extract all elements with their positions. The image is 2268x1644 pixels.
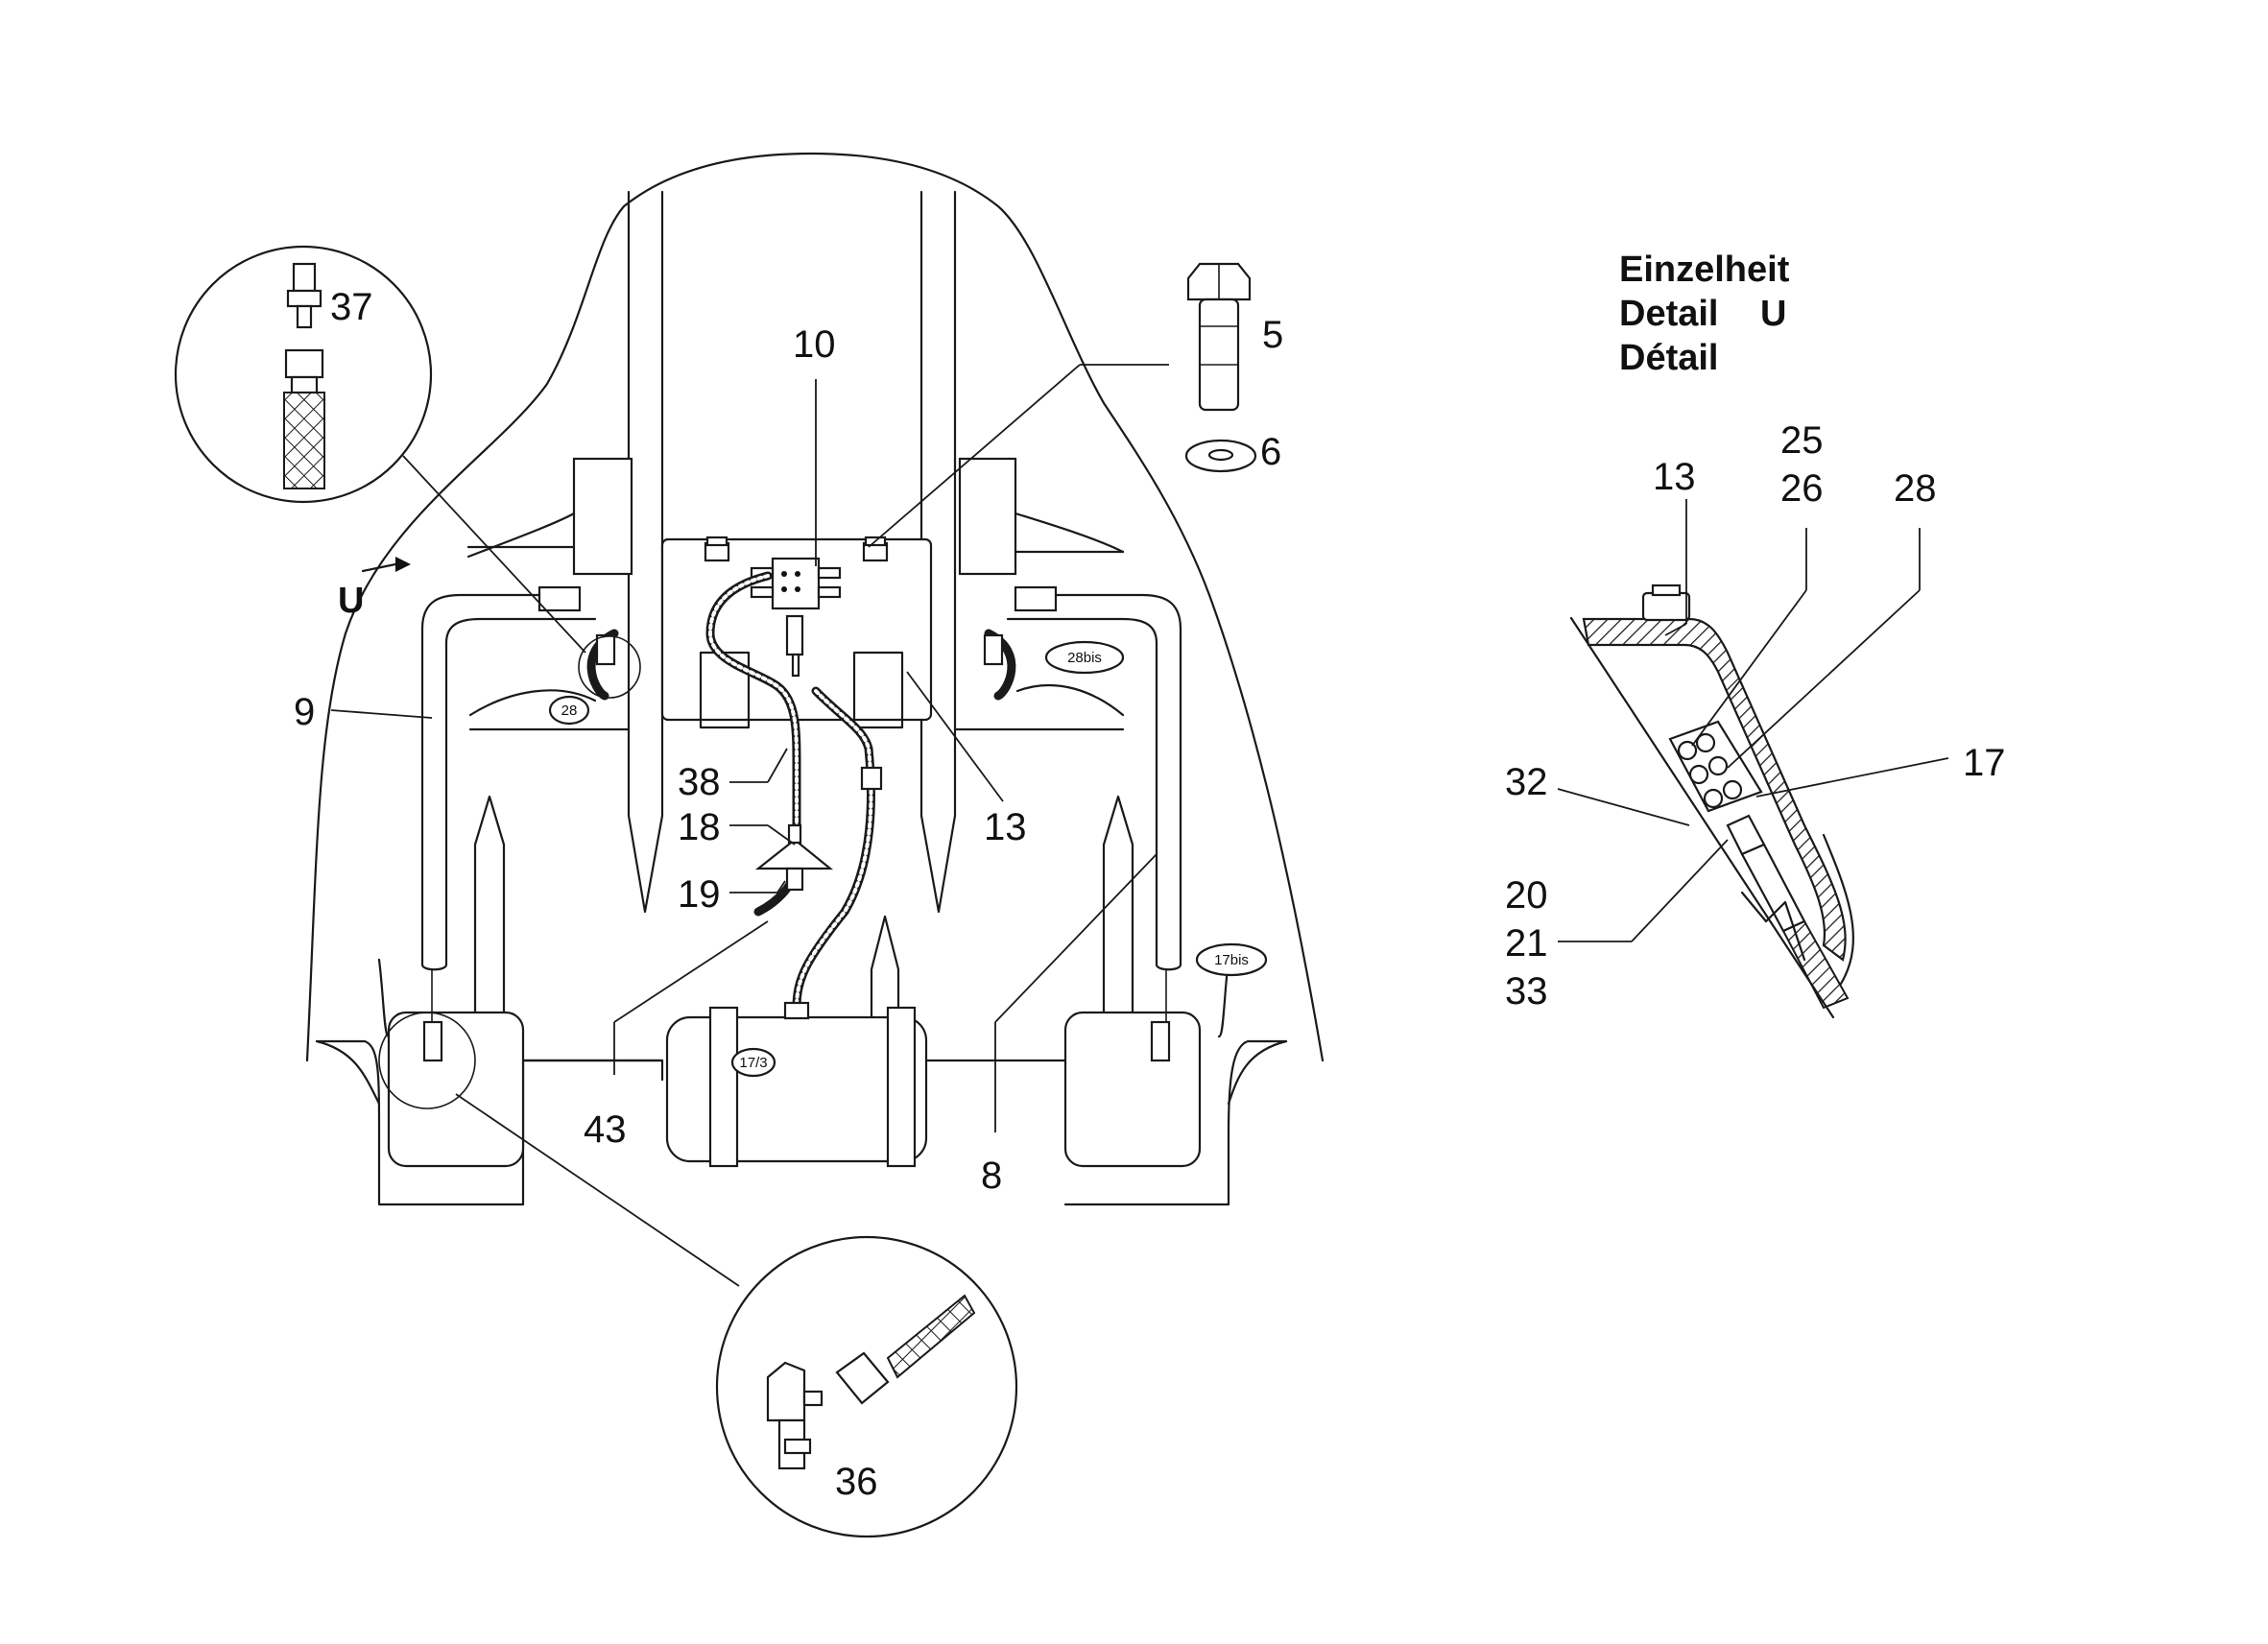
detail-u: Einzelheit Detail U Détail (1505, 250, 2006, 1019)
detail-label-25: 25 (1780, 419, 1824, 462)
detail-label-28: 28 (1894, 467, 1937, 510)
detail-label-21: 21 (1505, 922, 1548, 965)
detail-label-13: 13 (1653, 456, 1696, 498)
reference-tags: 28 28bis 17bis 17/3 (548, 640, 1268, 1078)
housing-outline (305, 152, 1325, 1062)
detail-title-letter: U (1760, 294, 1786, 334)
upper-brackets (466, 457, 1125, 731)
part-numbers: 5 6 8 9 10 13 18 19 36 37 38 43 (294, 286, 1283, 1503)
callout-36 (715, 1235, 1018, 1538)
label-43: 43 (584, 1108, 627, 1151)
label-36: 36 (835, 1461, 878, 1503)
label-6: 6 (1260, 431, 1281, 473)
tag-28: 28 (561, 703, 578, 719)
detail-bracket (1582, 617, 1847, 962)
view-arrow-u: U (338, 557, 411, 621)
tag-28bis: 28bis (1067, 650, 1102, 666)
label-19: 19 (678, 873, 721, 916)
label-18: 18 (678, 806, 721, 848)
view-arrow-label: U (338, 581, 364, 621)
detail-label-17: 17 (1963, 742, 2006, 784)
part-leaders (330, 364, 1169, 1132)
junction-fittings (422, 633, 1171, 1062)
detail-label-33: 33 (1505, 970, 1548, 1013)
callout-37 (174, 245, 433, 504)
main-assembly: 28 28bis 17bis 17/3 U (305, 152, 1325, 1206)
axle-assembly (315, 958, 1288, 1206)
tag-17bis: 17bis (1214, 952, 1249, 968)
detail-label-26: 26 (1780, 467, 1824, 510)
label-10: 10 (793, 323, 836, 366)
detail-title-line2: Detail (1619, 294, 1718, 334)
detail-label-32: 32 (1505, 761, 1548, 803)
label-13: 13 (984, 806, 1027, 848)
callout-leaders (378, 455, 740, 1287)
label-38: 38 (678, 761, 721, 803)
bolt-and-washer (1184, 262, 1257, 473)
detail-title-line3: Détail (1619, 338, 1718, 378)
detail-title-line1: Einzelheit (1619, 250, 1790, 290)
label-5: 5 (1262, 314, 1283, 356)
label-37: 37 (330, 286, 373, 328)
label-9: 9 (294, 691, 315, 733)
label-8: 8 (981, 1155, 1002, 1197)
side-bars (420, 585, 1182, 971)
tag-17-3: 17/3 (739, 1055, 767, 1071)
detail-label-20: 20 (1505, 874, 1548, 917)
